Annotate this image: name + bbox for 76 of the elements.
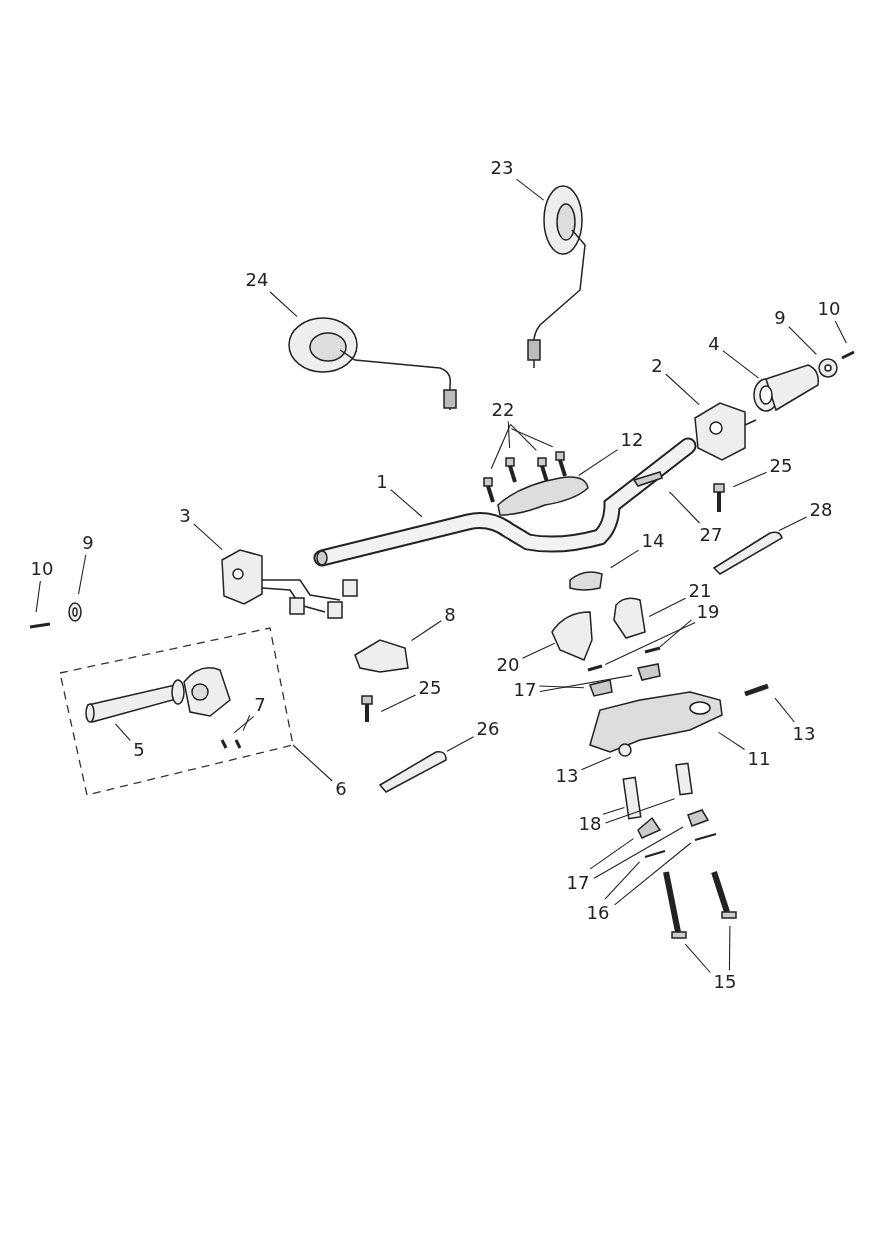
leader-line — [834, 320, 847, 344]
callout-number: 13 — [792, 725, 816, 743]
leader-line — [77, 554, 87, 595]
leader-line — [614, 842, 692, 906]
leader-line — [684, 943, 711, 974]
leader-line — [778, 516, 808, 532]
callout-number: 25 — [418, 679, 442, 697]
callout-number: 1 — [376, 473, 388, 491]
callout-number: 12 — [620, 431, 644, 449]
leader-line — [390, 489, 423, 518]
callout-number: 6 — [335, 780, 347, 798]
callout-number: 28 — [809, 501, 833, 519]
leader-line — [242, 714, 251, 732]
callout-number: 17 — [513, 681, 537, 699]
leader-line — [718, 731, 746, 750]
callout-number: 16 — [586, 904, 610, 922]
callout-number: 14 — [641, 532, 665, 550]
leader-line — [589, 838, 634, 870]
leader-line — [593, 826, 684, 879]
leader-line — [114, 723, 131, 741]
callout-number: 17 — [566, 874, 590, 892]
leader-line — [507, 420, 511, 449]
leader-line — [521, 642, 556, 659]
callout-number: 24 — [245, 271, 269, 289]
callout-number: 25 — [769, 457, 793, 475]
callout-number: 19 — [696, 603, 720, 621]
leader-line — [722, 350, 760, 379]
callout-number: 23 — [490, 159, 514, 177]
callout-number: 10 — [817, 300, 841, 318]
leader-line — [269, 291, 298, 318]
leader-line — [610, 549, 640, 569]
leader-line — [446, 736, 475, 752]
leader-line — [509, 423, 537, 451]
leader-line — [580, 756, 612, 771]
leader-line — [648, 597, 687, 617]
callout-number: 10 — [30, 560, 54, 578]
leader-line — [380, 694, 417, 713]
leader-line — [669, 491, 701, 524]
leader-line — [193, 523, 223, 551]
callout-number: 9 — [82, 534, 94, 552]
callout-number: 27 — [699, 526, 723, 544]
callout-number: 20 — [496, 656, 520, 674]
callout-number: 15 — [713, 973, 737, 991]
leader-line — [539, 674, 633, 692]
leader-line — [728, 925, 731, 971]
leader-line — [604, 621, 696, 666]
leader-line — [538, 685, 585, 689]
leader-line — [732, 471, 768, 488]
leader-line — [490, 423, 512, 470]
callout-number: 22 — [491, 401, 515, 419]
leader-line — [659, 619, 692, 648]
callout-number: 5 — [133, 741, 145, 759]
callout-number: 13 — [555, 767, 579, 785]
leader-line — [774, 697, 795, 723]
callout-number: 2 — [651, 357, 663, 375]
callout-number: 8 — [444, 606, 456, 624]
callout-number: 3 — [179, 507, 191, 525]
leader-line — [788, 326, 817, 355]
leader-line — [604, 861, 641, 900]
callout-number: 9 — [774, 309, 786, 327]
callout-number: 26 — [476, 720, 500, 738]
leader-line — [604, 798, 675, 824]
leader-line — [292, 744, 333, 782]
callout-number: 21 — [688, 582, 712, 600]
callout-number: 7 — [254, 696, 266, 714]
leader-line — [665, 373, 700, 406]
leader-line — [515, 178, 545, 201]
callout-number: 11 — [747, 750, 771, 768]
leader-line — [578, 449, 619, 477]
leader-line — [602, 806, 625, 815]
leader-line — [411, 620, 442, 642]
leader-line — [35, 580, 41, 613]
callout-number: 18 — [578, 815, 602, 833]
callout-number: 4 — [708, 335, 720, 353]
leader-line — [510, 428, 554, 448]
leader-line — [233, 715, 255, 734]
